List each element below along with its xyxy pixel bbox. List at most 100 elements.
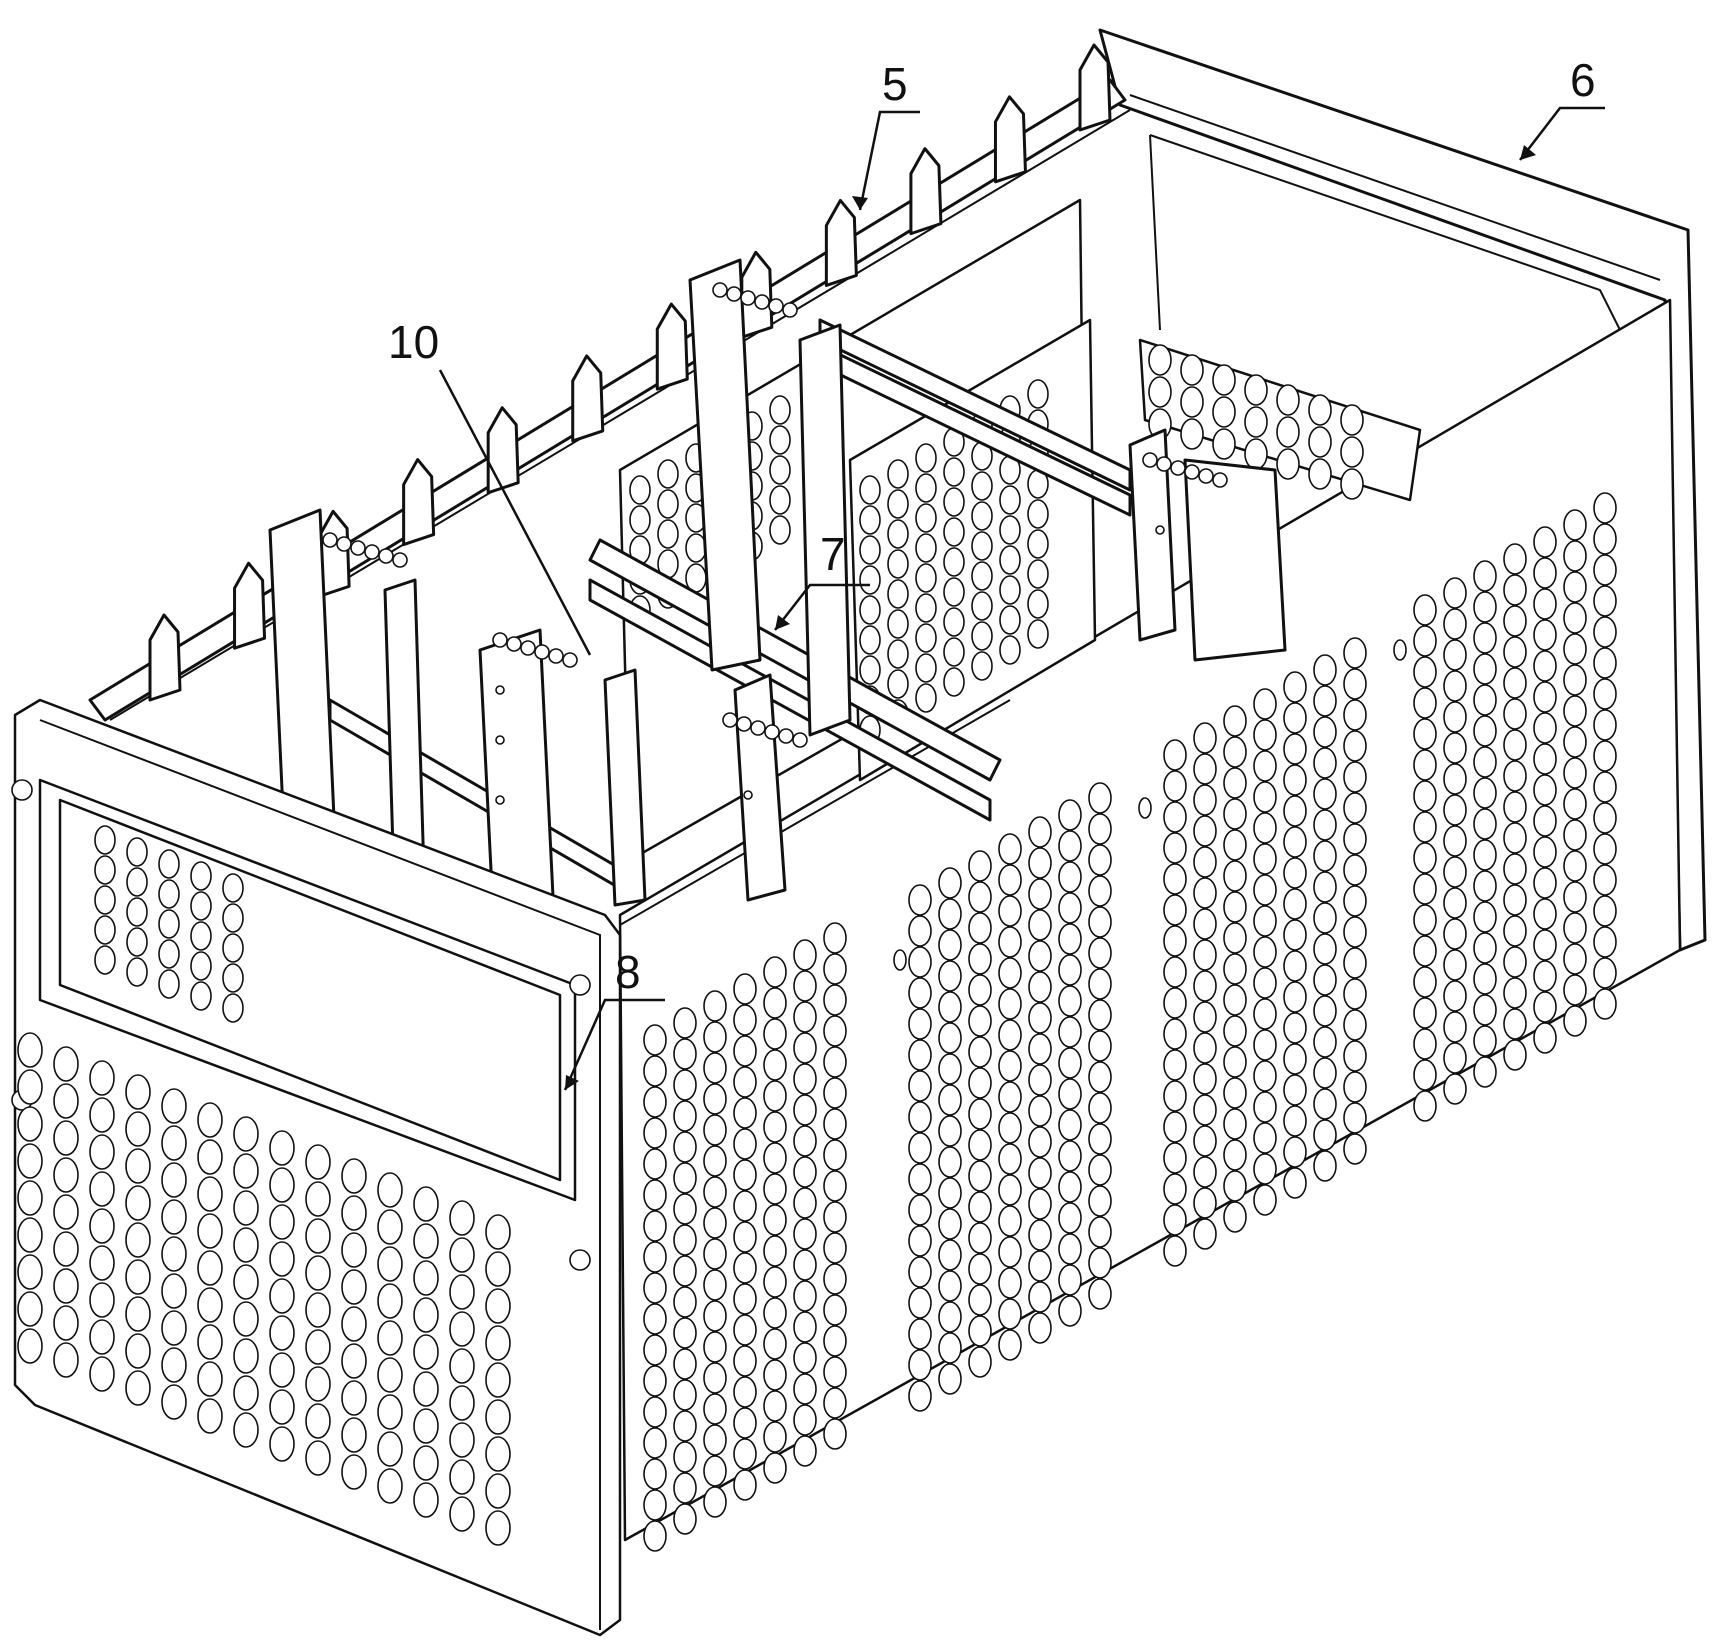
front-hole (269, 1426, 295, 1462)
side-hole (1443, 670, 1467, 702)
side-hole (1503, 667, 1527, 699)
front-hole (269, 1352, 295, 1388)
front-hole (53, 1342, 79, 1378)
side-hole (1563, 850, 1587, 882)
pin (782, 302, 798, 318)
side-hole (673, 1472, 697, 1504)
side-hole (1253, 750, 1277, 782)
side-hole (1283, 888, 1307, 920)
front-hole (197, 1324, 223, 1360)
side-hole (1563, 695, 1587, 727)
side-hole (823, 984, 847, 1016)
side-hole (763, 1297, 787, 1329)
side-hole (1253, 1060, 1277, 1092)
side-hole (1193, 1187, 1217, 1219)
guide-hole (495, 685, 505, 695)
side-hole (908, 1380, 932, 1412)
side-hole (1443, 577, 1467, 609)
front-hole (377, 1172, 403, 1208)
side-hole (1503, 1008, 1527, 1040)
front-hole (17, 1032, 43, 1068)
side-hole (1563, 664, 1587, 696)
side-hole (938, 1270, 962, 1302)
side-perforation (643, 492, 1617, 1552)
side-hole (1088, 1247, 1112, 1279)
inner-hole (943, 457, 965, 487)
pin (736, 716, 752, 732)
window-hole (190, 981, 212, 1011)
side-hole (643, 1024, 667, 1056)
side-hole (1473, 963, 1497, 995)
inner-hole (1027, 529, 1049, 559)
front-hole (377, 1320, 403, 1356)
inner-hole (943, 577, 965, 607)
side-hole (968, 974, 992, 1006)
side-hole (1193, 1218, 1217, 1250)
front-hole (89, 1134, 115, 1170)
side-hole (1028, 1002, 1052, 1034)
inner-hole (1276, 384, 1300, 416)
side-hole (1593, 709, 1617, 741)
side-hole (1193, 1001, 1217, 1033)
side-hole (1473, 560, 1497, 592)
side-hole (1313, 685, 1337, 717)
side-hole (908, 1256, 932, 1288)
side-hole (1413, 873, 1437, 905)
side-hole (998, 864, 1022, 896)
side-hole (1413, 997, 1437, 1029)
side-hole (1503, 791, 1527, 823)
inner-hole (1244, 438, 1268, 470)
front-hole (413, 1482, 439, 1518)
window-hole (158, 879, 180, 909)
side-hole (1058, 1233, 1082, 1265)
side-hole (1413, 966, 1437, 998)
front-hole (17, 1106, 43, 1142)
side-hole (1253, 936, 1277, 968)
side-hole (1253, 1091, 1277, 1123)
side-hole (1593, 926, 1617, 958)
side-hole (1473, 839, 1497, 871)
side-hole (1533, 650, 1557, 682)
side-hole (968, 1160, 992, 1192)
front-hole (305, 1366, 331, 1402)
side-hole (823, 1418, 847, 1450)
side-hole (1593, 864, 1617, 896)
side-hole (1313, 654, 1337, 686)
side-hole (643, 1334, 667, 1366)
guide-hole (495, 735, 505, 745)
side-hole (1593, 585, 1617, 617)
side-hole (1088, 1061, 1112, 1093)
divider-fin (993, 95, 1027, 184)
side-hole (1473, 777, 1497, 809)
side-hole (908, 1008, 932, 1040)
side-hole (1283, 981, 1307, 1013)
front-hole (197, 1213, 223, 1249)
side-hole (1343, 916, 1367, 948)
side-hole (1058, 892, 1082, 924)
side-hole (938, 1084, 962, 1116)
pin (350, 540, 366, 556)
front-hole (17, 1180, 43, 1216)
side-hole (823, 953, 847, 985)
side-hole (763, 1328, 787, 1360)
side-hole (763, 1421, 787, 1453)
side-hole (703, 1486, 727, 1518)
side-hole (1533, 526, 1557, 558)
side-hole (908, 946, 932, 978)
side-hole (1163, 925, 1187, 957)
side-hole (733, 973, 757, 1005)
side-hole (998, 1205, 1022, 1237)
window-hole (126, 867, 148, 897)
side-hole (1473, 1056, 1497, 1088)
side-hole (1088, 937, 1112, 969)
side-hole (673, 1162, 697, 1194)
inner-hole (859, 475, 881, 505)
inner-hole (1212, 364, 1236, 396)
side-hole (998, 926, 1022, 958)
side-hole (733, 1159, 757, 1191)
front-hole (377, 1209, 403, 1245)
side-hole (1503, 1039, 1527, 1071)
side-hole (703, 1331, 727, 1363)
inner-hole (859, 565, 881, 595)
label-10: 10 (388, 316, 439, 368)
